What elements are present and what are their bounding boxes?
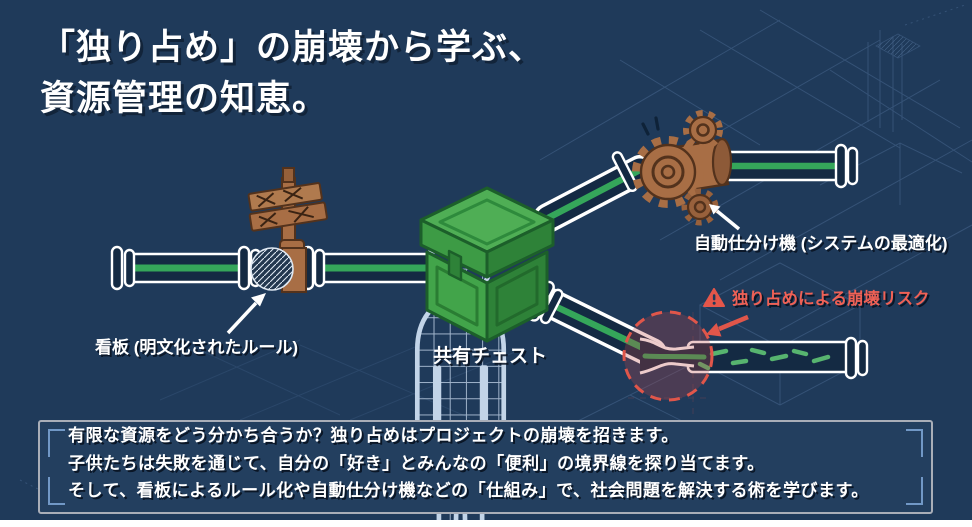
arrow-down-left-icon <box>706 314 749 337</box>
chest-label: 共有チェスト <box>433 346 548 367</box>
broken-flow-dashes <box>697 347 831 371</box>
arrow-up-right-icon <box>226 293 266 335</box>
pipe-pinch <box>639 337 707 375</box>
risk-label-text: 独り占めによる崩壊リスク <box>732 290 930 308</box>
corner-bracket-bottom-left <box>48 477 65 505</box>
pipe-flange <box>110 245 136 291</box>
sorter-label: 自動仕分け機 (システムの最適化) <box>694 234 948 253</box>
upper-pipe <box>533 143 859 233</box>
title-line-1: 「独り占め」の崩壊から学ぶ、 <box>40 28 545 67</box>
gear-large <box>632 136 704 208</box>
risk-label: 独り占めによる崩壊リスク <box>703 285 930 309</box>
pipe-flange <box>844 336 869 380</box>
bottom-white-strip <box>0 520 972 527</box>
risk-highlight-circle <box>622 310 714 402</box>
warning-triangle-icon <box>703 287 725 307</box>
pipe-flange <box>834 143 859 189</box>
sign-label: 看板 (明文化されたルール) <box>95 338 299 357</box>
footer-line-1: 有限な資源をどう分かち合うか？独り占めはプロジェクトの崩壊を招きます。 <box>68 426 679 445</box>
footer-line-3: そして、看板によるルール化や自動仕分け機などの「仕組み」で、社会問題を解決する術… <box>68 481 869 500</box>
footer-box: 有限な資源をどう分かち合うか？独り占めはプロジェクトの崩壊を招きます。 子供たち… <box>38 420 933 514</box>
corner-bracket-top-right <box>906 429 923 457</box>
rule-sign <box>247 167 328 293</box>
pipe-flange <box>611 151 639 192</box>
corner-bracket-top-left <box>48 429 65 457</box>
corner-bracket-bottom-right <box>906 477 923 505</box>
page-title: 「独り占め」の崩壊から学ぶ、 資源管理の知恵。 <box>40 22 544 124</box>
arrow-up-left-icon <box>709 204 741 231</box>
valve <box>250 239 307 293</box>
gear-small-top <box>683 110 723 150</box>
footer-line-2: 子供たちは失敗を通じて、自分の「好き」とみんなの「便利」の境界線を探り当てます。 <box>68 453 765 473</box>
title-line-2: 資源管理の知恵。 <box>40 79 329 118</box>
gear-assembly <box>632 110 733 226</box>
shared-chest <box>419 186 555 343</box>
